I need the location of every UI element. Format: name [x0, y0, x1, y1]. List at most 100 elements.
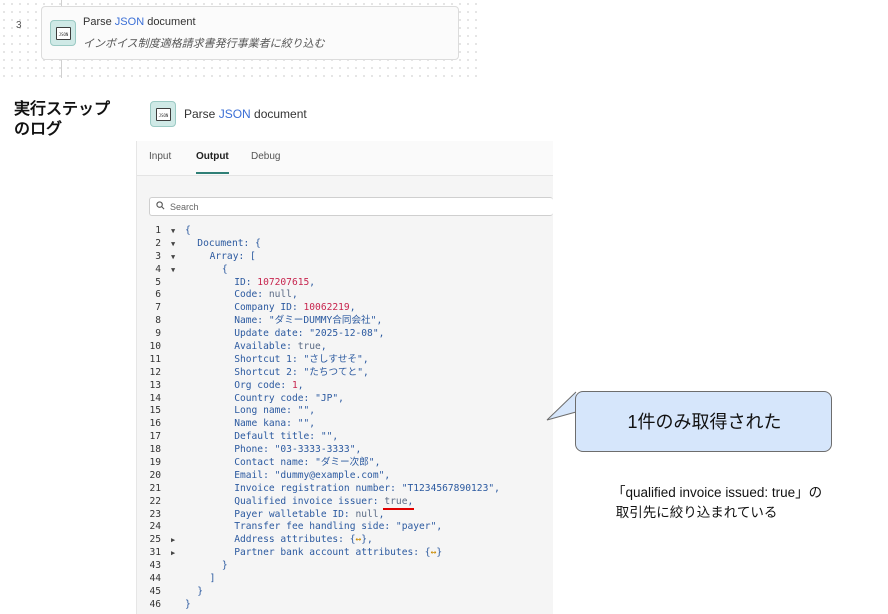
code-line: 6 Code: null,	[137, 289, 553, 302]
code-text: Name: "ダミーDUMMY合同会社",	[234, 315, 382, 328]
expand-arrow-icon[interactable]: ▶	[171, 549, 176, 558]
code-text: Address attributes: {↔},	[234, 534, 373, 547]
code-token: }	[185, 598, 191, 610]
line-number: 13	[149, 379, 161, 391]
code-token: }	[197, 585, 204, 597]
tab-input[interactable]: Input	[149, 151, 172, 162]
code-line: 3 ▼ Array: [	[137, 251, 553, 264]
code-token: },	[361, 534, 373, 546]
code-token: ,	[363, 366, 369, 378]
red-underline-mark	[383, 507, 415, 510]
code-text: Company ID: 10062219,	[234, 302, 355, 315]
active-tab-indicator	[196, 172, 229, 174]
tab-debug[interactable]: Debug	[251, 151, 281, 162]
code-token: 1	[291, 379, 298, 391]
collapse-arrow-icon[interactable]: ▼	[171, 252, 176, 261]
code-text: Code: null,	[234, 289, 298, 302]
line-number: 21	[149, 482, 161, 494]
code-token: "さしすせそ"	[303, 353, 363, 365]
code-line: 44]	[137, 573, 553, 586]
flow-connector-bottom	[61, 60, 62, 78]
code-token: "dummy@example.com"	[274, 469, 385, 481]
line-number: 31	[149, 547, 161, 559]
code-token: Partner bank account attributes: {	[234, 547, 431, 559]
line-number: 19	[149, 457, 161, 469]
collapse-arrow-icon[interactable]: ▼	[171, 239, 176, 248]
expand-arrow-icon[interactable]: ▶	[171, 536, 176, 545]
code-text: {	[185, 225, 191, 238]
code-token: Code:	[234, 289, 269, 301]
code-token: Invoice registration number:	[234, 482, 402, 494]
collapse-arrow-icon[interactable]: ▼	[171, 265, 176, 274]
code-token: Name:	[234, 315, 269, 327]
flow-step-card[interactable]: JSON Parse JSON document インボイス制度適格請求書発行事…	[41, 6, 459, 60]
code-token: {	[185, 225, 191, 236]
code-token: ID:	[234, 276, 258, 288]
json-doc-icon: JSON	[50, 20, 76, 46]
code-token: ,	[378, 328, 385, 340]
line-number: 25	[149, 534, 161, 546]
code-token: "T1234567890123"	[401, 482, 495, 494]
line-number: 9	[155, 328, 161, 340]
code-token: }	[221, 560, 228, 572]
code-token: "2025-12-08"	[309, 328, 379, 340]
log-title: Parse JSON document	[184, 107, 307, 121]
code-token: Transfer fee handling side:	[234, 521, 396, 533]
code-token: Shortcut 2:	[234, 366, 304, 378]
code-token: Shortcut 1:	[234, 353, 304, 365]
code-line: 8 Name: "ダミーDUMMY合同会社",	[137, 315, 553, 328]
code-text: Transfer fee handling side: "payer",	[234, 521, 442, 534]
code-line: 46}	[137, 599, 553, 612]
log-panel: Input Output Debug 1 ▼ {2▼Document: {3 ▼ Arr…	[136, 141, 553, 614]
line-number: 16	[149, 418, 161, 430]
code-text: Array: [	[210, 251, 256, 264]
line-number: 12	[149, 366, 161, 378]
line-number: 6	[155, 289, 161, 301]
code-token: "payer"	[395, 521, 437, 533]
code-text: Payer walletable ID: null,	[234, 509, 384, 522]
line-number: 8	[155, 315, 161, 327]
line-number: 20	[149, 469, 161, 481]
line-number: 10	[149, 341, 161, 353]
search-input[interactable]	[170, 200, 540, 213]
code-line: 2▼Document: {	[137, 238, 553, 251]
code-token: ,	[355, 444, 362, 456]
code-line: 23 Payer walletable ID: null,	[137, 509, 553, 522]
line-number: 23	[149, 508, 161, 520]
callout-tail	[546, 391, 577, 421]
code-token: ,	[378, 508, 385, 520]
code-token: Long name:	[234, 405, 298, 417]
code-text: }	[185, 599, 191, 612]
code-token: ,	[349, 302, 356, 314]
code-token: ,	[384, 469, 391, 481]
line-number: 7	[155, 302, 161, 314]
tab-output[interactable]: Output	[196, 151, 229, 162]
code-token: Phone:	[234, 444, 275, 456]
code-token: Address attributes: {	[234, 534, 356, 546]
code-token: {	[221, 263, 228, 275]
code-text: Country code: "JP",	[234, 393, 344, 406]
code-token: ""	[297, 418, 310, 430]
code-token: ,	[320, 341, 327, 353]
search-box[interactable]	[149, 197, 553, 216]
code-token: ,	[309, 405, 316, 417]
code-line: 4 ▼ {	[137, 264, 553, 277]
line-number: 3	[155, 250, 161, 262]
code-text: Org code: 1,	[234, 380, 303, 393]
code-token: 10062219	[303, 302, 350, 314]
line-number: 24	[149, 521, 161, 533]
collapse-arrow-icon[interactable]: ▼	[171, 227, 176, 235]
code-token: ,	[436, 521, 443, 533]
code-text: Phone: "03-3333-3333",	[234, 444, 361, 457]
code-token: Contact name:	[234, 457, 316, 469]
highlighted-value: true	[384, 495, 408, 507]
code-text: Shortcut 2: "たちつてと",	[234, 367, 369, 380]
line-number: 4	[155, 263, 161, 275]
